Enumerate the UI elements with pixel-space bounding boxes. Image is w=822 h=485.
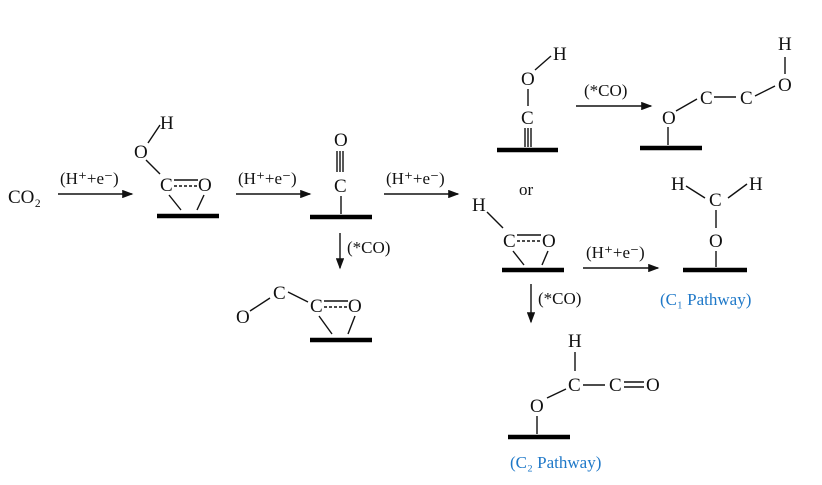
svg-text:C: C [273, 283, 286, 304]
svg-text:O: O [521, 69, 535, 90]
arrow-co-coupling-1: (*CO) [335, 233, 390, 270]
arrow-label: (H⁺+e⁻) [60, 169, 119, 188]
svg-text:H: H [472, 195, 486, 216]
c1-pathway-label: (C₁ Pathway) [660, 290, 751, 309]
svg-text:C: C [568, 375, 581, 396]
svg-text:O: O [134, 142, 148, 163]
arrow-step-1: (H⁺+e⁻) [58, 169, 134, 199]
svg-text:O: O [709, 231, 723, 252]
intermediate-co: O C [310, 130, 372, 220]
svg-text:O: O [348, 296, 362, 317]
svg-text:H: H [553, 44, 567, 65]
svg-text:O: O [198, 175, 212, 196]
arrow-label: (*CO) [347, 238, 390, 257]
svg-text:C: C [310, 296, 323, 317]
arrow-step-c1: (H⁺+e⁻) [583, 243, 660, 273]
arrow-label: (*CO) [584, 81, 627, 100]
intermediate-cooh: O H C O [134, 113, 219, 219]
intermediate-ochco: H C C O O [508, 331, 660, 440]
svg-text:C: C [740, 88, 753, 109]
intermediate-occoh: O C C O H [640, 34, 792, 151]
arrow-label: (H⁺+e⁻) [386, 169, 445, 188]
svg-text:H: H [568, 331, 582, 352]
arrow-label: (*CO) [538, 289, 581, 308]
svg-text:C: C [521, 108, 534, 129]
arrow-step-3: (H⁺+e⁻) [384, 169, 460, 199]
c2-pathway-label: (C₂ Pathway) [510, 453, 601, 472]
svg-text:C: C [503, 231, 516, 252]
svg-text:H: H [749, 174, 763, 195]
svg-text:C: C [709, 190, 722, 211]
intermediate-ocoo: O C C O [236, 283, 372, 343]
intermediate-coh: O H C [497, 44, 567, 153]
arrow-co-coupling-3: (*CO) [526, 284, 581, 324]
svg-text:O: O [542, 231, 556, 252]
svg-text:O: O [662, 108, 676, 129]
svg-text:H: H [778, 34, 792, 55]
svg-text:C: C [609, 375, 622, 396]
intermediate-hco: H C O [472, 195, 564, 273]
arrow-co-coupling-2: (*CO) [576, 81, 653, 111]
svg-text:O: O [646, 375, 660, 396]
svg-text:O: O [778, 75, 792, 96]
svg-text:C: C [334, 176, 347, 197]
svg-text:C: C [700, 88, 713, 109]
svg-text:C: C [160, 175, 173, 196]
arrow-label: (H⁺+e⁻) [586, 243, 645, 262]
or-label: or [519, 180, 534, 199]
svg-text:O: O [530, 396, 544, 417]
svg-text:O: O [334, 130, 348, 151]
arrow-step-2: (H⁺+e⁻) [236, 169, 312, 199]
svg-text:H: H [160, 113, 174, 134]
svg-text:H: H [671, 174, 685, 195]
reactant-co2: CO₂ [8, 187, 41, 208]
svg-text:O: O [236, 307, 250, 328]
intermediate-h2co: H H C O [671, 174, 763, 273]
arrow-label: (H⁺+e⁻) [238, 169, 297, 188]
